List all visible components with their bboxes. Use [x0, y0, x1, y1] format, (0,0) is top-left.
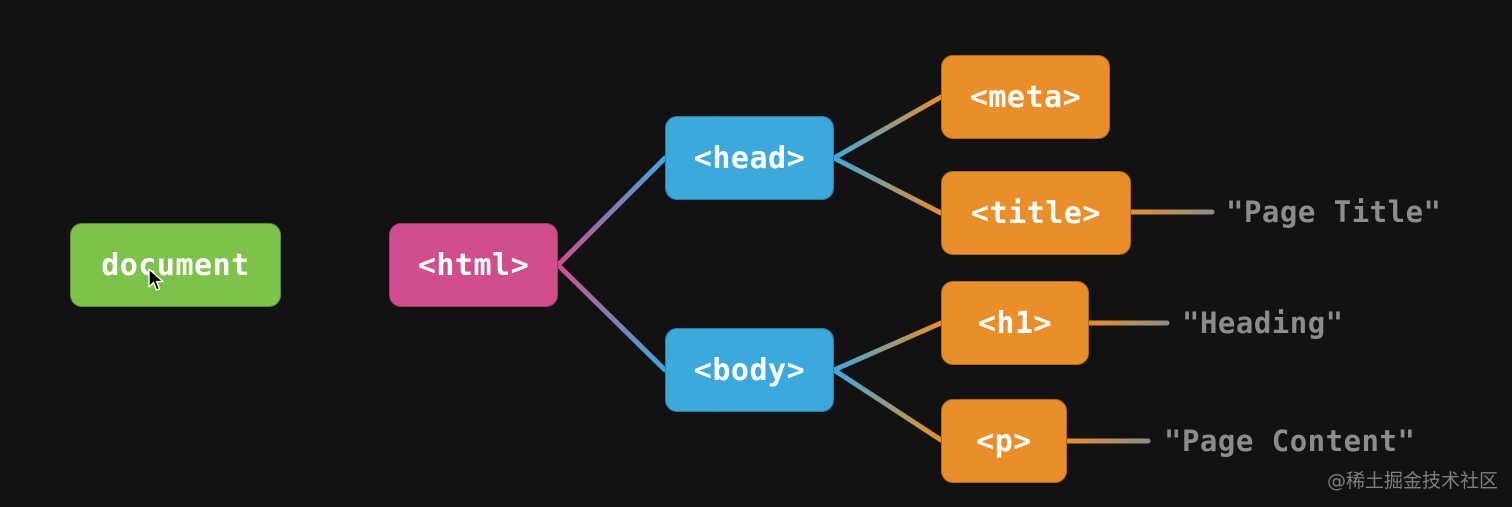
node-html: <html>: [389, 223, 558, 307]
edge-body-p: [831, 367, 944, 443]
node-body: <body>: [665, 328, 834, 412]
node-title: <title>: [941, 171, 1131, 255]
text-node-page-title: "Page Title": [1226, 195, 1442, 229]
edge-head-meta: [831, 94, 944, 161]
text-node-heading: "Heading": [1182, 306, 1344, 340]
edge-head-title: [831, 155, 944, 216]
node-h1: <h1>: [941, 281, 1089, 365]
node-p-label: <p>: [976, 423, 1032, 459]
node-h1-label: <h1>: [977, 305, 1053, 341]
node-p: <p>: [941, 399, 1067, 483]
node-html-label: <html>: [417, 247, 530, 283]
node-head-label: <head>: [693, 140, 806, 176]
node-document: document: [70, 223, 281, 307]
text-node-page-content: "Page Content": [1164, 424, 1416, 458]
edge-body-h1: [831, 320, 944, 373]
node-meta-label: <meta>: [969, 79, 1082, 115]
node-title-label: <title>: [971, 195, 1101, 231]
watermark: @稀土掘金技术社区: [1326, 470, 1498, 492]
edge-html-body: [555, 262, 668, 373]
node-document-label: document: [101, 247, 250, 283]
node-body-label: <body>: [693, 352, 806, 388]
mouse-pointer-icon: [148, 268, 164, 291]
node-head: <head>: [665, 116, 834, 200]
node-meta: <meta>: [941, 55, 1110, 139]
edge-html-head: [555, 155, 668, 268]
